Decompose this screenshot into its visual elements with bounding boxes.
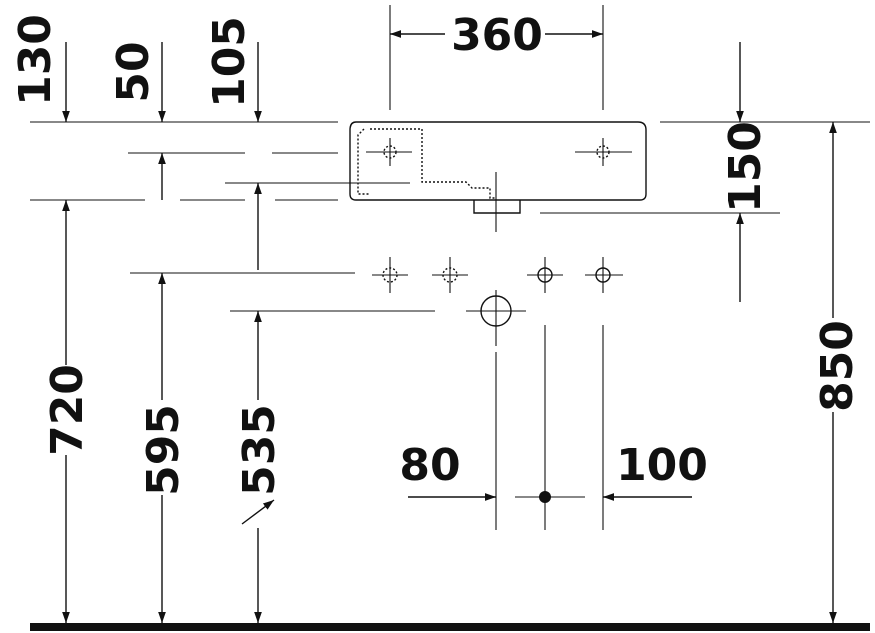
dimension-label-720: 720 — [42, 364, 93, 456]
dimension-arrows — [62, 30, 837, 623]
dimension-label-50: 50 — [108, 41, 159, 102]
dimension-label-535: 535 — [234, 404, 285, 496]
wall-connections — [372, 257, 623, 530]
dimension-label-360: 360 — [451, 10, 543, 61]
dimension-label-130: 130 — [10, 14, 61, 106]
dimension-label-595: 595 — [138, 404, 189, 496]
dimension-label-850: 850 — [812, 320, 863, 412]
dimension-label-80: 80 — [399, 440, 460, 491]
dimension-label-100: 100 — [616, 440, 708, 491]
floor-line — [30, 623, 870, 631]
dimension-label-105: 105 — [204, 16, 255, 108]
reference-lines — [30, 5, 870, 312]
dimension-label-150: 150 — [720, 121, 771, 213]
basin-outline — [349, 121, 647, 232]
